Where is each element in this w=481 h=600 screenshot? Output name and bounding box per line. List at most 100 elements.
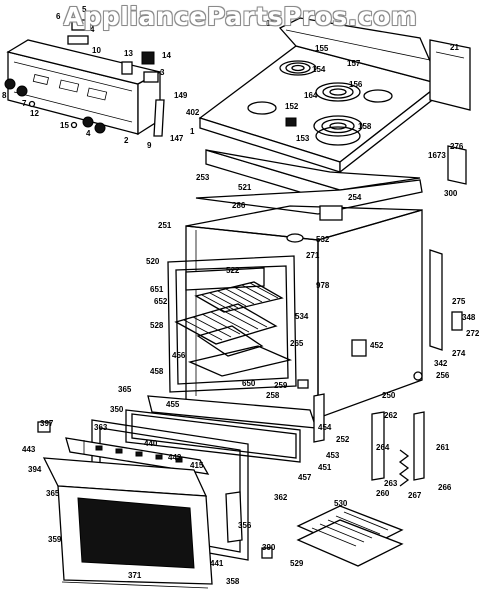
clock-parts — [67, 19, 165, 137]
callout-label: 363 — [94, 423, 108, 432]
callout-label: 402 — [186, 108, 200, 117]
callout-label: 260 — [376, 489, 390, 498]
broiler-pan — [296, 505, 404, 567]
callout-label: 528 — [150, 321, 164, 330]
callout-label: 164 — [304, 91, 318, 100]
callout-label: 532 — [316, 235, 330, 244]
oven-element — [187, 345, 293, 377]
callout-label: 263 — [384, 479, 398, 488]
surface-burners — [279, 60, 363, 137]
callout-label: 272 — [466, 329, 480, 338]
callout-label: 365 — [46, 489, 60, 498]
callout-label: 8 — [2, 91, 7, 100]
callout-label: 4 — [90, 25, 95, 34]
callout-label: 256 — [436, 371, 450, 380]
callout-label: 451 — [318, 463, 332, 472]
door-gasket-strip — [65, 437, 210, 475]
callout-label: 530 — [334, 499, 348, 508]
callout-label: 4 — [86, 129, 91, 138]
callout-label: 274 — [452, 349, 466, 358]
callout-label: 441 — [210, 559, 224, 568]
watermark-text: AppliancePartsPros.com — [63, 2, 418, 31]
callout-label: 266 — [438, 483, 452, 492]
callout-label: 262 — [384, 411, 398, 420]
callout-label: 394 — [28, 465, 42, 474]
callout-label: 1 — [190, 127, 195, 136]
callout-label: 251 — [158, 221, 172, 230]
callout-label: 261 — [436, 443, 450, 452]
callout-label: 7 — [22, 99, 27, 108]
callout-label: 154 — [312, 65, 326, 74]
callout-label: 358 — [226, 577, 240, 586]
callout-label: 253 — [196, 173, 210, 182]
callout-label: 390 — [262, 543, 276, 552]
callout-label: 14 — [162, 51, 171, 60]
callout-label: 149 — [174, 91, 188, 100]
callout-label: 371 — [128, 571, 142, 580]
callout-label: 258 — [266, 391, 280, 400]
cooktop — [198, 17, 442, 174]
callout-label: 10 — [92, 46, 101, 55]
callout-label: 454 — [318, 423, 332, 432]
callout-label: 456 — [172, 351, 186, 360]
callout-label: 3 — [160, 68, 165, 77]
callout-label: 13 — [124, 49, 133, 58]
callout-label: 265 — [290, 339, 304, 348]
callout-label: 5 — [82, 5, 87, 14]
callout-label: 342 — [434, 359, 448, 368]
callout-label: 362 — [274, 493, 288, 502]
callout-label: 650 — [242, 379, 256, 388]
range-cabinet — [185, 149, 423, 419]
callout-label: 152 — [285, 102, 299, 111]
callout-label: 155 — [315, 44, 329, 53]
callout-label: 158 — [358, 122, 372, 131]
callout-label: 157 — [347, 59, 361, 68]
callout-label: 151 — [266, 19, 280, 28]
callout-label: 271 — [306, 251, 320, 260]
small-parts — [37, 371, 423, 559]
callout-label: 21 — [450, 43, 459, 52]
callout-label: 534 — [295, 312, 309, 321]
callout-label: 452 — [370, 341, 384, 350]
callout-label: 457 — [298, 473, 312, 482]
callout-label: 443 — [22, 445, 36, 454]
door-inner-frame — [125, 393, 325, 463]
callout-label: 359 — [48, 535, 62, 544]
knob-set-left — [4, 78, 106, 134]
callout-label: 1673 — [428, 151, 446, 160]
callout-label: 522 — [226, 266, 240, 275]
callout-label: 520 — [146, 257, 160, 266]
callout-label: 529 — [290, 559, 304, 568]
callout-label: 250 — [382, 391, 396, 400]
side-panel-right — [429, 249, 463, 351]
callout-label: 455 — [166, 400, 180, 409]
oven-liner — [167, 255, 297, 393]
callout-label: 458 — [150, 367, 164, 376]
callout-label: 15 — [60, 121, 69, 130]
callout-label: 147 — [170, 134, 184, 143]
callout-label: 252 — [336, 435, 350, 444]
callout-label: 651 — [150, 285, 164, 294]
callout-label: 267 — [408, 491, 422, 500]
callout-label: 356 — [238, 521, 252, 530]
callout-label: 6 — [56, 12, 61, 21]
callout-label: 415 — [190, 461, 204, 470]
callout-label: 440 — [144, 439, 158, 448]
callout-label: 12 — [30, 109, 39, 118]
oven-rack-lower — [174, 303, 278, 357]
callout-label: 9 — [147, 141, 152, 150]
callout-label: 521 — [238, 183, 252, 192]
callout-label: 365 — [118, 385, 132, 394]
callout-label: 276 — [450, 142, 464, 151]
callout-label: 978 — [316, 281, 330, 290]
callout-label: 652 — [154, 297, 168, 306]
callout-label: 275 — [452, 297, 466, 306]
callout-label: 348 — [462, 313, 476, 322]
callout-label: 264 — [376, 443, 390, 452]
callout-label: 350 — [110, 405, 124, 414]
callout-label: 300 — [444, 189, 458, 198]
door-hinges — [225, 411, 425, 543]
callout-label: 153 — [296, 134, 310, 143]
callout-label: 442 — [168, 453, 182, 462]
